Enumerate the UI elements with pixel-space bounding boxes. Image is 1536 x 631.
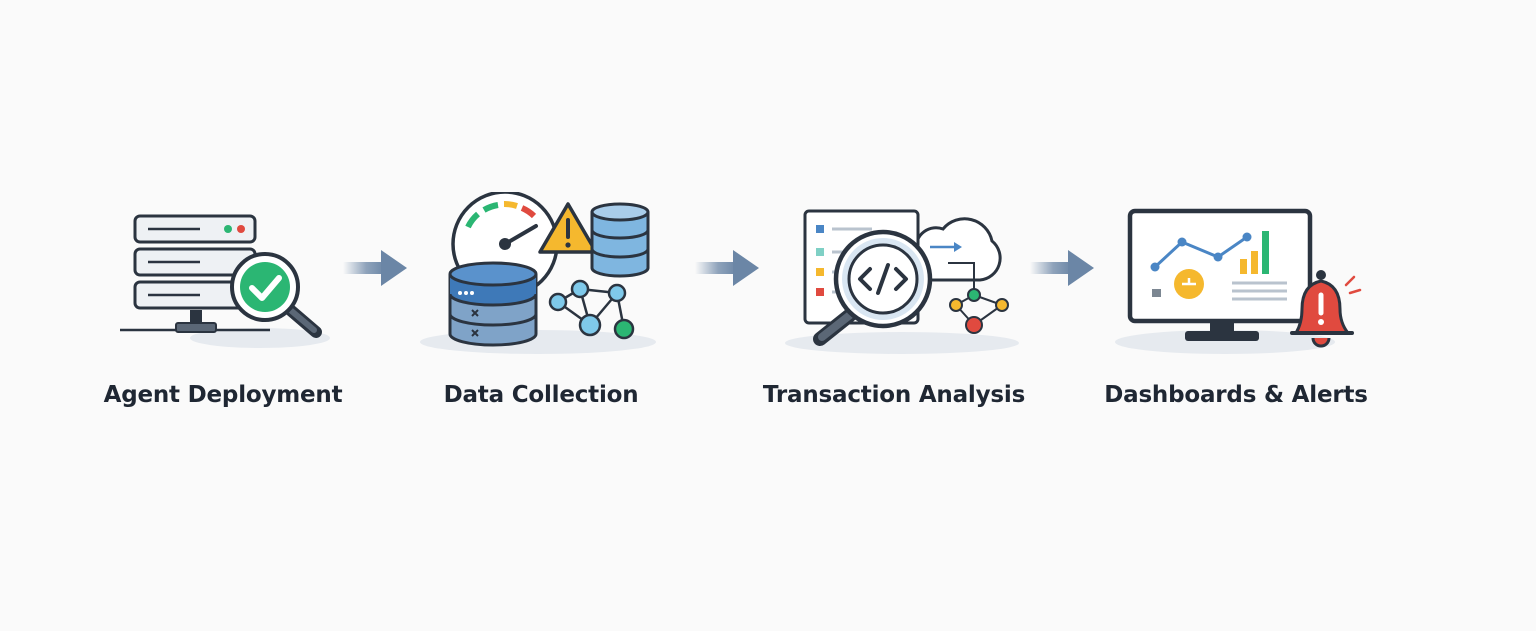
arrow-right-icon (343, 250, 407, 286)
arrow-right-icon (695, 250, 759, 286)
step-label-dashboards-alerts: Dashboards & Alerts (1104, 382, 1368, 408)
monitor-chart-bell-icon (1115, 208, 1362, 354)
server-magnifier-check-icon (120, 214, 330, 348)
arrow-right-icon (1030, 250, 1094, 286)
gauge-database-network-icon (420, 192, 656, 354)
step-label-data-collection: Data Collection (443, 382, 639, 408)
code-magnifier-cloud-icon (785, 209, 1019, 354)
step-label-transaction-analysis: Transaction Analysis (762, 382, 1026, 408)
step-label-agent-deployment: Agent Deployment (103, 382, 343, 408)
